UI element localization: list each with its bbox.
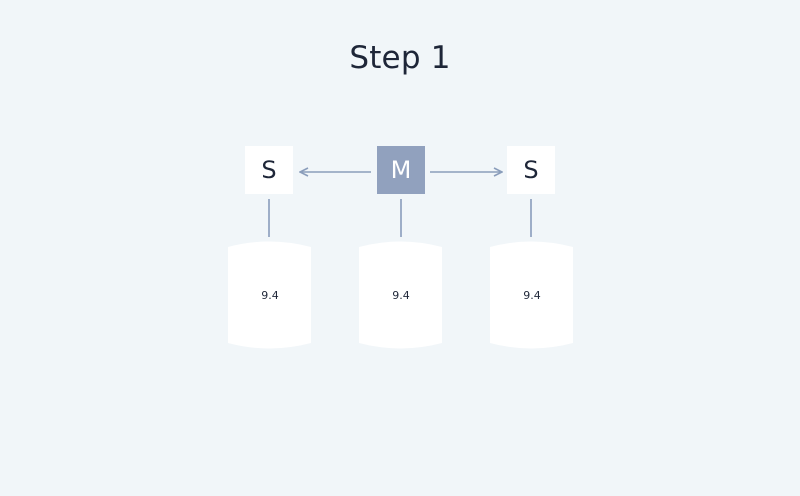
slave-node-left: S — [245, 146, 293, 194]
database-middle-version: 9.4 — [392, 289, 410, 302]
database-left-version: 9.4 — [261, 289, 279, 302]
slave-node-left-label: S — [261, 156, 277, 184]
master-node: M — [377, 146, 425, 194]
slave-node-right-label: S — [523, 156, 539, 184]
database-right-version: 9.4 — [523, 289, 541, 302]
slave-node-right: S — [507, 146, 555, 194]
master-node-label: M — [390, 156, 412, 184]
diagram-title: Step 1 — [349, 40, 451, 76]
